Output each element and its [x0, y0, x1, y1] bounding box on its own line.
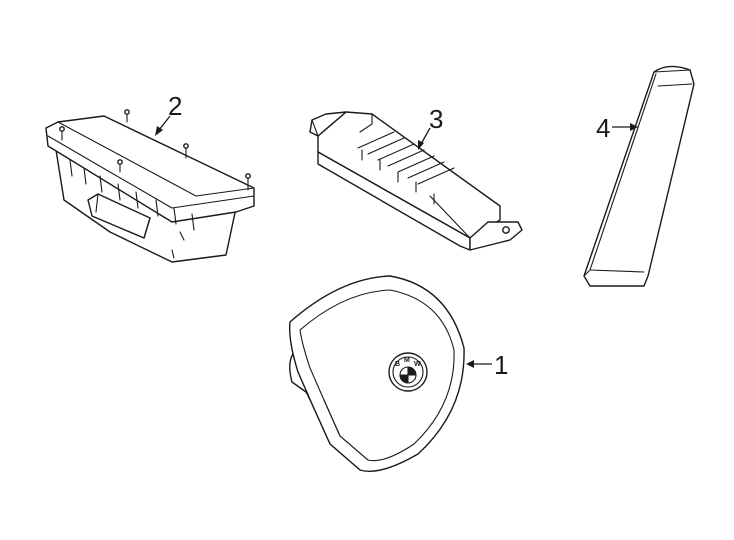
logo-letter-m: M — [404, 357, 410, 364]
airbag-control-module — [309, 111, 523, 251]
passenger-airbag-module — [45, 109, 255, 263]
callout-4-leader — [612, 123, 638, 131]
callout-2-leader — [155, 115, 171, 136]
steering-wheel-airbag: B M W — [288, 275, 465, 472]
callout-1: 1 — [494, 350, 508, 380]
logo-letter-b: B — [395, 361, 400, 368]
callout-1-leader — [466, 360, 492, 368]
callout-4: 4 — [596, 113, 610, 143]
logo-letter-w: W — [414, 361, 421, 368]
side-airbag — [583, 65, 695, 287]
callout-2: 2 — [168, 91, 182, 121]
callout-3-leader — [418, 127, 431, 150]
callout-3: 3 — [429, 104, 443, 134]
